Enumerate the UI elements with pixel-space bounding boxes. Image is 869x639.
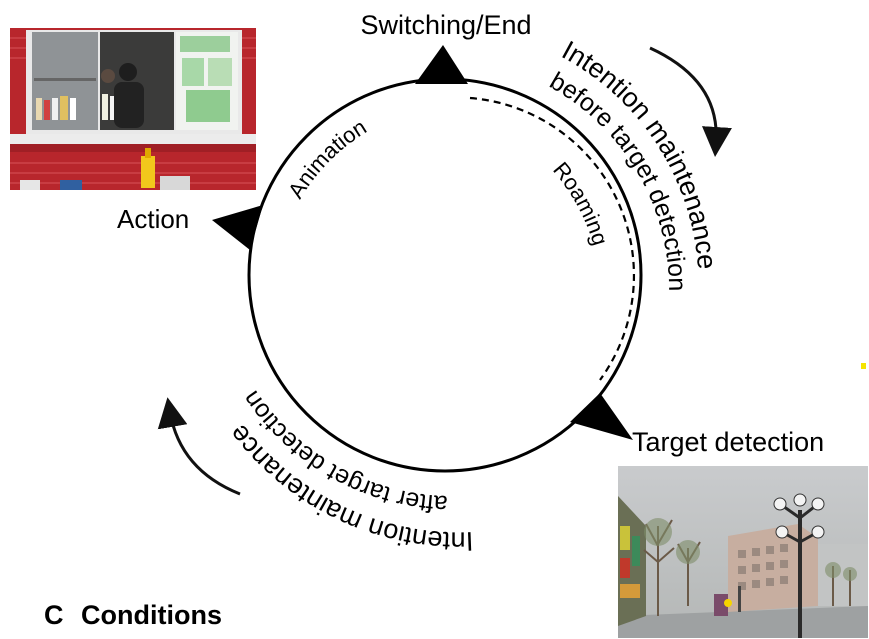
animation-label: Animation [283,114,371,202]
switching-end-marker [415,45,468,84]
clockwise-arrow-top [649,46,732,157]
street-scene-photo [618,466,868,638]
yellow-dot [861,363,866,369]
clockwise-arrow-bottom [157,397,241,496]
target-detection-marker [570,393,633,440]
target-detection-label: Target detection [632,427,824,457]
panel-letter: C [44,600,64,630]
action-marker [212,205,263,250]
roaming-label: Roaming [548,157,613,248]
action-label: Action [117,204,189,234]
kiosk-photo [10,28,256,190]
switching-end-label: Switching/End [360,10,531,40]
panel-title: Conditions [81,600,222,630]
